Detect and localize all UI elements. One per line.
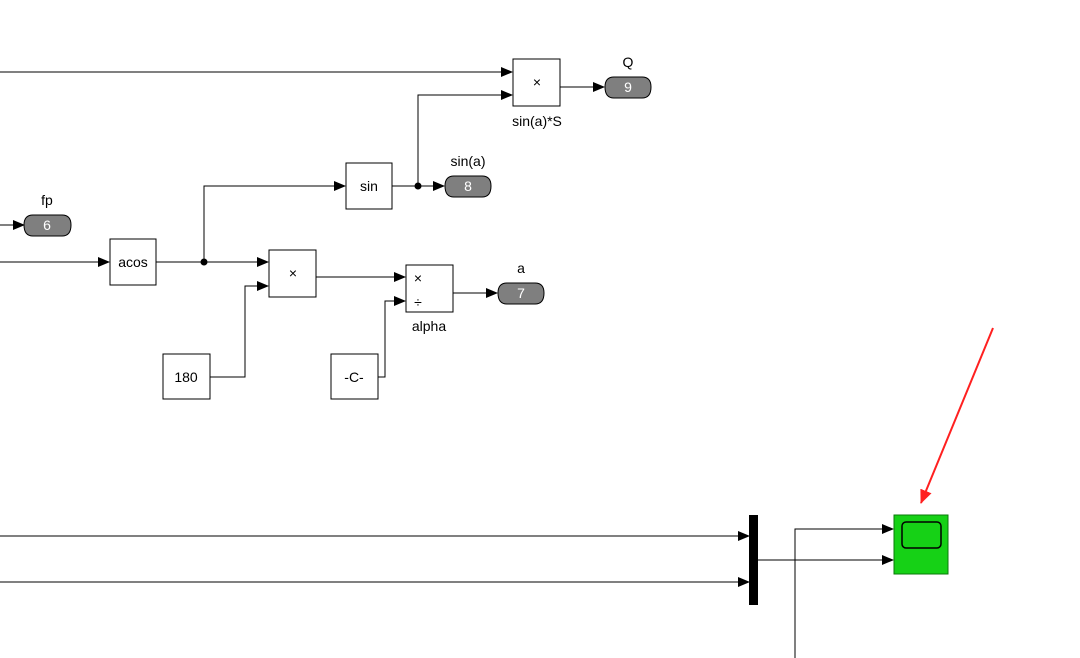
multiply-icon: × [414,270,422,286]
goto-sin-a-label: sin(a) [450,153,485,169]
multiply-icon: × [533,74,541,90]
wire-acos-to-sin[interactable] [203,181,346,262]
alpha-divide-block[interactable]: × ÷ alpha [405,264,454,334]
scope-screen-icon [901,521,942,549]
alpha-block-name: alpha [412,318,446,334]
goto-sin-a-port: 8 [464,178,472,194]
scope-block[interactable] [893,514,949,575]
product-block[interactable]: × [268,249,317,298]
goto-fp-label: fp [41,192,53,208]
goto-q[interactable]: Q 9 [604,54,652,99]
goto-a-label: a [517,260,525,276]
wire-c-to-alpha[interactable] [378,296,406,378]
goto-q-label: Q [623,54,634,70]
branch-point [200,258,208,266]
goto-fp[interactable]: fp 6 [23,192,72,237]
constant-c-value: -C- [344,369,364,385]
goto-a[interactable]: a 7 [497,260,545,305]
constant-180-value: 180 [174,369,198,385]
product-block-name: sin(a)*S [512,113,562,129]
goto-q-port: 9 [624,79,632,95]
goto-sin-a[interactable]: sin(a) 8 [444,153,492,198]
branch-point [414,182,422,190]
sin-label: sin [360,178,378,194]
wire-scope-input-1[interactable] [794,524,894,658]
divide-icon: ÷ [414,294,422,310]
signal-wires [0,67,894,658]
goto-a-port: 7 [517,285,525,301]
product-sin-s-block[interactable]: × sin(a)*S [512,58,562,129]
acos-block[interactable]: acos [109,238,157,286]
acos-label: acos [118,254,148,270]
red-arrow-icon [920,327,994,504]
mux-block[interactable] [749,515,758,605]
goto-fp-port: 6 [43,217,51,233]
multiply-icon: × [289,265,297,281]
wire-180-to-product[interactable] [210,281,269,378]
sin-block[interactable]: sin [345,162,393,210]
constant-180-block[interactable]: 180 [162,353,211,400]
wire-sin-to-product[interactable] [417,90,513,186]
constant-c-block[interactable]: -C- [330,353,379,400]
